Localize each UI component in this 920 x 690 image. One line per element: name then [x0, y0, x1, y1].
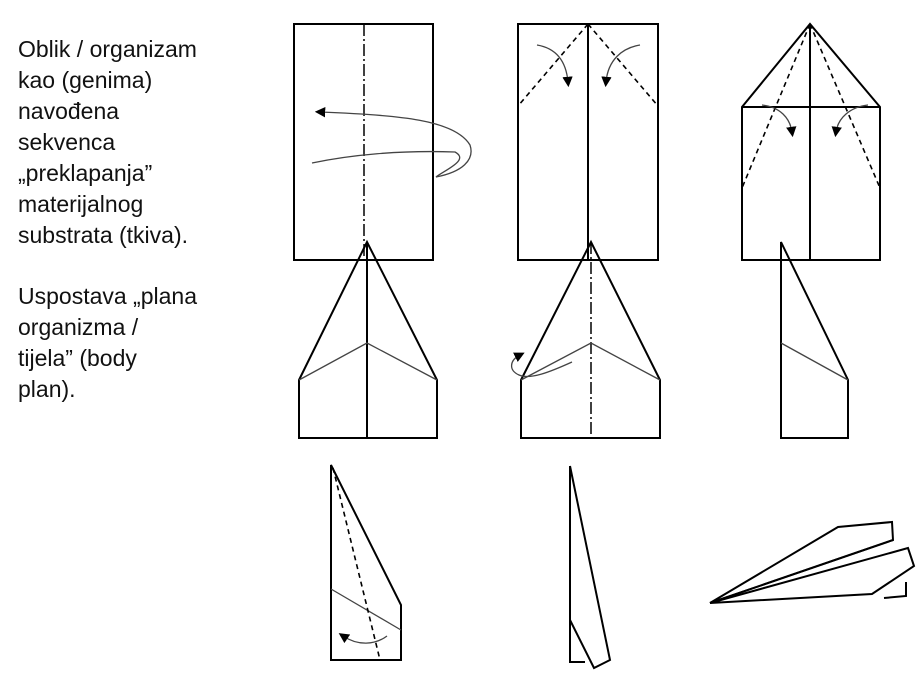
step-7-shape — [330, 464, 402, 661]
step-8-shape — [569, 465, 612, 670]
text-line: organizma / — [18, 314, 139, 340]
text-line: navođena — [18, 98, 120, 124]
text-line: kao (genima) — [18, 67, 153, 93]
step-4-shape — [298, 239, 438, 439]
step-2-sheet — [517, 23, 659, 261]
text-line: plan). — [18, 376, 76, 402]
text-line: sekvenca — [18, 129, 116, 155]
text-line: substrata (tkiva). — [18, 222, 188, 248]
step-9-airplane — [709, 520, 916, 604]
text-line: „preklapanja” — [18, 160, 153, 186]
slide-text: Oblik / organizam kao (genima) navođena … — [18, 34, 278, 435]
step-5-shape — [510, 239, 661, 439]
paragraph-folding: Oblik / organizam kao (genima) navođena … — [18, 34, 278, 251]
text-line: Oblik / organizam — [18, 36, 197, 62]
step-3-sheet — [741, 22, 881, 261]
text-line: tijela” (body — [18, 345, 137, 371]
step-6-shape — [780, 241, 849, 439]
text-line: Uspostava „plana — [18, 283, 197, 309]
step-1-sheet — [293, 23, 472, 261]
paragraph-body-plan: Uspostava „plana organizma / tijela” (bo… — [18, 281, 278, 405]
text-line: materijalnog — [18, 191, 144, 217]
